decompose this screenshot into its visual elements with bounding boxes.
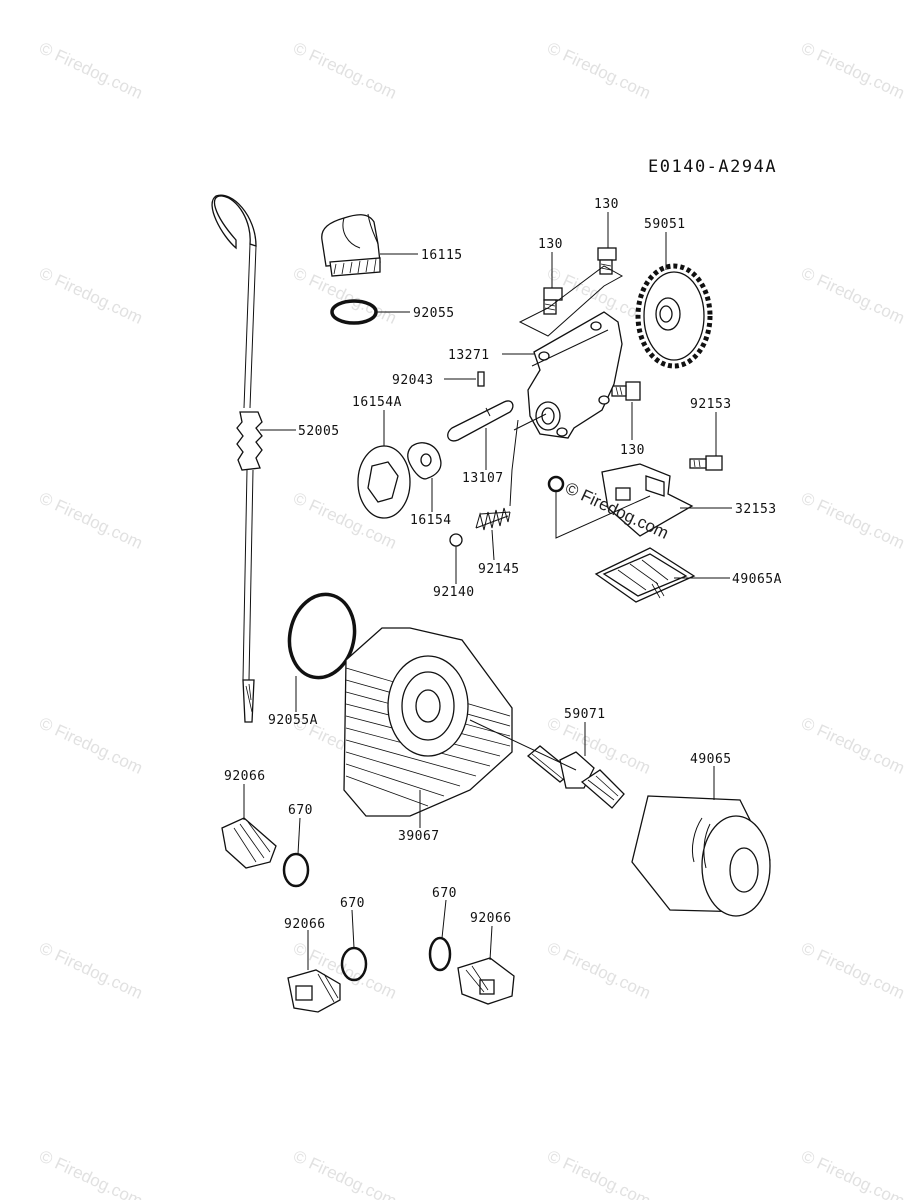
pin-92043[interactable]	[477, 371, 485, 387]
oil-screen-49065A[interactable]	[594, 547, 696, 603]
watermark: © Firedog.com	[36, 38, 145, 102]
label-39067[interactable]: 39067	[398, 829, 440, 844]
watermark: © Firedog.com	[798, 938, 907, 1002]
label-130-c[interactable]: 130	[620, 443, 645, 458]
watermark: © Firedog.com	[544, 38, 653, 102]
watermark: © Firedog.com	[36, 938, 145, 1002]
label-16154A[interactable]: 16154A	[352, 395, 402, 410]
label-92066-a[interactable]: 92066	[224, 769, 266, 784]
bolt-92153[interactable]	[689, 455, 723, 471]
inner-rotor-16154[interactable]	[407, 442, 442, 480]
label-670-b[interactable]: 670	[340, 896, 365, 911]
dipstick-52005[interactable]	[211, 194, 263, 723]
watermark: © Firedog.com	[36, 488, 145, 552]
label-16154[interactable]: 16154	[410, 513, 452, 528]
watermark: © Firedog.com	[798, 1146, 907, 1200]
watermark: © Firedog.com	[290, 1146, 399, 1200]
pump-shaft-13107[interactable]	[447, 400, 514, 442]
watermark: © Firedog.com	[798, 713, 907, 777]
label-52005[interactable]: 52005	[298, 424, 340, 439]
oil-filter-49065[interactable]	[631, 795, 771, 917]
label-32153[interactable]: 32153	[735, 502, 777, 517]
label-92043[interactable]: 92043	[392, 373, 434, 388]
label-92055A[interactable]: 92055A	[268, 713, 318, 728]
outer-rotor-16154A[interactable]	[357, 445, 411, 519]
watermark: © Firedog.com	[36, 713, 145, 777]
drain-plug-92066-right[interactable]	[457, 957, 515, 1005]
o-ring-670-right[interactable]	[428, 936, 452, 972]
label-670-c[interactable]: 670	[432, 886, 457, 901]
drain-plug-92066-middle[interactable]	[287, 969, 341, 1013]
o-ring-small	[547, 475, 565, 493]
label-92153[interactable]: 92153	[690, 397, 732, 412]
threaded-nipple-59071[interactable]	[526, 745, 625, 809]
bolt-130-lower[interactable]	[611, 381, 641, 401]
oil-cooler-39067[interactable]	[343, 627, 513, 817]
oil-filler-cap-16115[interactable]	[321, 213, 381, 277]
label-92145[interactable]: 92145	[478, 562, 520, 577]
label-92066-b[interactable]: 92066	[284, 917, 326, 932]
label-92140[interactable]: 92140	[433, 585, 475, 600]
watermark-grid: © Firedog.com © Firedog.com © Firedog.co…	[36, 38, 907, 1200]
watermark: © Firedog.com	[544, 1146, 653, 1200]
o-ring-670-left[interactable]	[282, 852, 310, 888]
drain-plug-92066-left[interactable]	[221, 817, 277, 869]
pump-gear-59051[interactable]	[635, 263, 713, 369]
watermark: © Firedog.com	[798, 38, 907, 102]
part-labels: 16115 92055 130 130 130 59051 13271 9204…	[224, 197, 782, 932]
label-59071[interactable]: 59071	[564, 707, 606, 722]
label-130-a[interactable]: 130	[594, 197, 619, 212]
label-59051[interactable]: 59051	[644, 217, 686, 232]
bolt-130-middle[interactable]	[543, 287, 563, 315]
label-16115[interactable]: 16115	[421, 248, 463, 263]
watermark: © Firedog.com	[798, 263, 907, 327]
label-13271[interactable]: 13271	[448, 348, 490, 363]
diagram-code: E0140-A294A	[648, 157, 777, 177]
label-49065[interactable]: 49065	[690, 752, 732, 767]
label-92066-c[interactable]: 92066	[470, 911, 512, 926]
label-130-b[interactable]: 130	[538, 237, 563, 252]
label-13107[interactable]: 13107	[462, 471, 504, 486]
watermark: © Firedog.com	[36, 263, 145, 327]
watermark: © Firedog.com	[290, 38, 399, 102]
watermark: © Firedog.com	[798, 488, 907, 552]
steel-ball-92140[interactable]	[449, 533, 463, 547]
watermark: © Firedog.com	[36, 1146, 145, 1200]
pump-body-13271[interactable]	[527, 311, 623, 439]
bolt-130-upper[interactable]	[597, 247, 617, 275]
o-ring-92055A[interactable]	[282, 588, 362, 683]
label-670-a[interactable]: 670	[288, 803, 313, 818]
leader-lines	[243, 212, 732, 970]
relief-spring-92145[interactable]	[475, 507, 511, 531]
watermark: © Firedog.com	[544, 938, 653, 1002]
label-92055[interactable]: 92055	[413, 306, 455, 321]
label-49065A[interactable]: 49065A	[732, 572, 782, 587]
